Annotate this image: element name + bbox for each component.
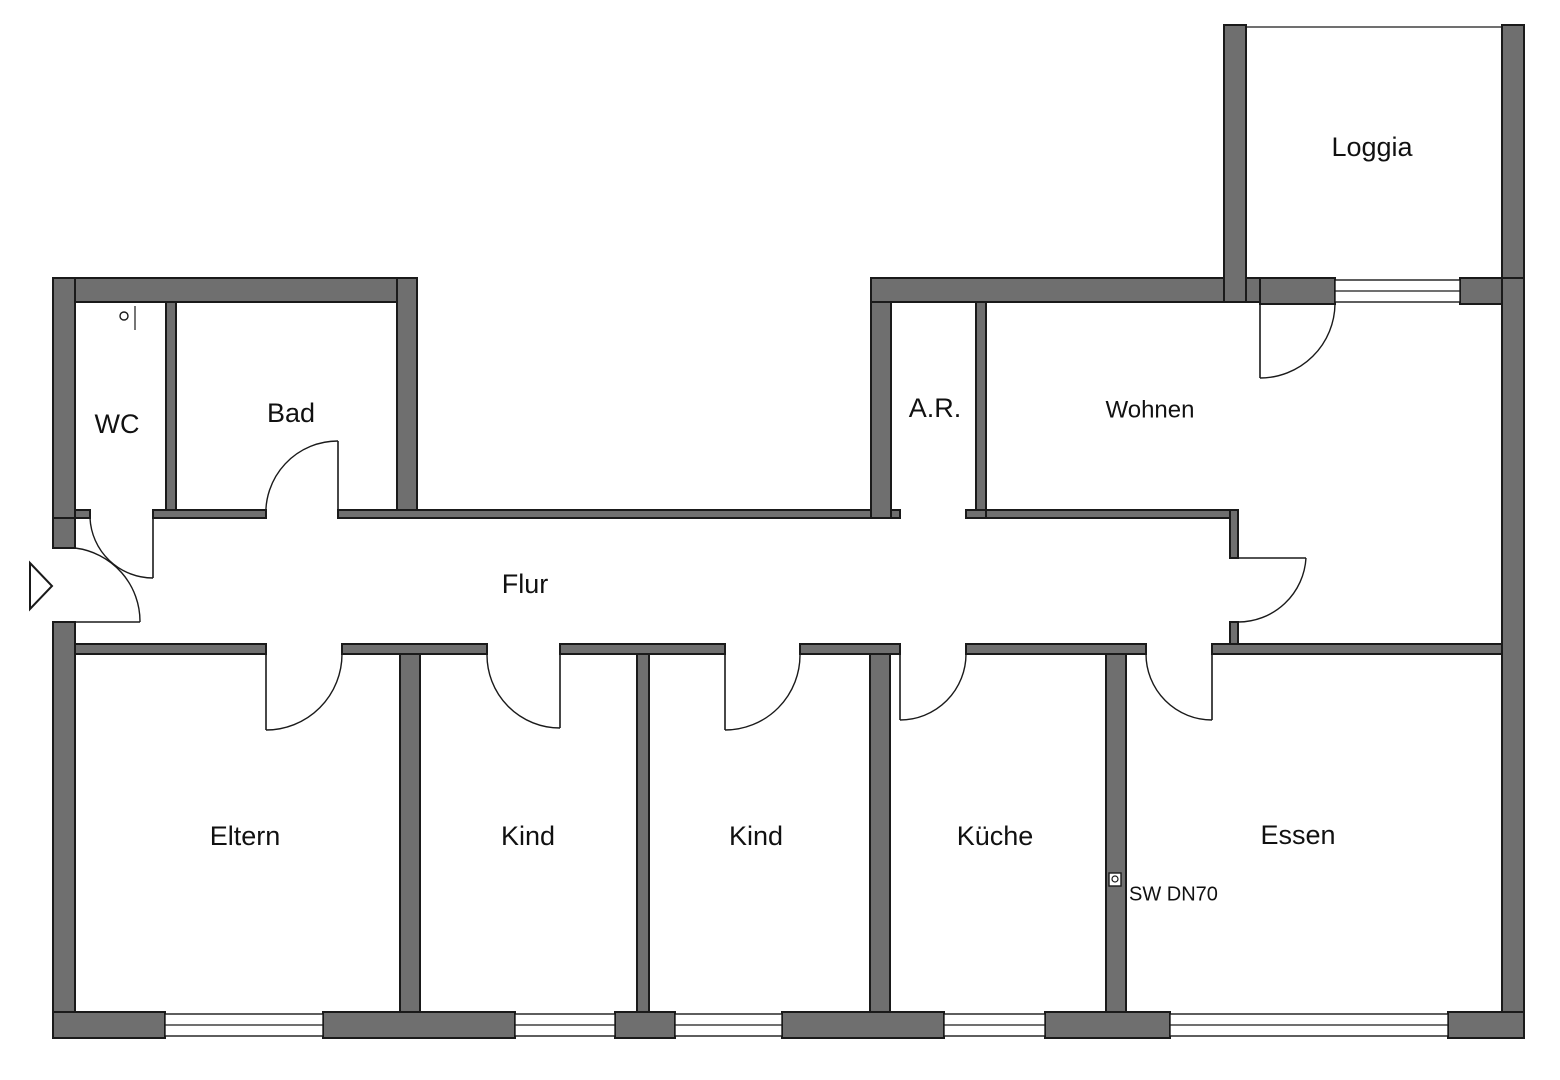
wall-loggia-left <box>1223 24 1247 303</box>
window-loggia-door <box>1334 279 1461 303</box>
fixtures <box>29 306 1122 887</box>
door-eltern <box>265 653 343 731</box>
wall-ar-left <box>870 277 892 519</box>
label-kind-2: Kind <box>729 821 783 851</box>
label-drain: SW DN70 <box>1129 883 1218 905</box>
label-eltern: Eltern <box>210 821 281 851</box>
entrance-arrow-icon <box>29 560 54 612</box>
wall-bottom-3 <box>614 1011 676 1039</box>
door-kind-2 <box>724 653 801 731</box>
wall-ar-bottom-stub <box>965 509 987 519</box>
doors <box>74 303 1336 731</box>
drain-shaft-dot <box>1111 875 1119 883</box>
wc-riser-icon <box>119 311 129 321</box>
wall-wohnen-flur <box>985 509 1239 519</box>
label-ar: A.R. <box>909 393 962 423</box>
wall-bottom-2 <box>322 1011 516 1039</box>
wall-flur-top-1 <box>74 509 91 519</box>
wall-bad-right <box>396 277 418 519</box>
door-bad <box>265 440 339 519</box>
window-kind-2 <box>674 1013 783 1037</box>
walls <box>52 24 1525 1039</box>
label-wc: WC <box>95 409 140 439</box>
label-flur: Flur <box>502 569 549 599</box>
window-kind-1 <box>514 1013 616 1037</box>
door-wohnen <box>1237 557 1307 623</box>
window-essen <box>1169 1013 1449 1037</box>
wall-left-stub <box>52 517 76 549</box>
door-kueche <box>899 653 967 721</box>
wall-ar-right <box>975 301 987 519</box>
room-labels: Loggia WC Bad A.R. Wohnen Flur Eltern Ki… <box>95 132 1414 905</box>
label-essen: Essen <box>1260 820 1335 850</box>
wall-flur-bottom-2 <box>341 643 488 655</box>
window-eltern <box>164 1013 324 1037</box>
drain-shaft-icon <box>1108 872 1122 887</box>
window-kueche <box>943 1013 1046 1037</box>
door-essen <box>1145 653 1213 721</box>
wall-flur-bottom-3 <box>559 643 726 655</box>
wall-flur-bottom-1 <box>74 643 267 655</box>
label-wohnen: Wohnen <box>1106 396 1195 423</box>
wall-flur-end-upper <box>1229 509 1239 559</box>
wall-bottom-1 <box>52 1011 166 1039</box>
wall-loggia-right <box>1501 24 1525 306</box>
wall-left-lower <box>52 621 76 1039</box>
wall-flur-bottom-5 <box>965 643 1147 655</box>
wall-left-upper <box>52 277 76 549</box>
door-kind-1 <box>486 653 561 729</box>
wall-flur-bottom-4 <box>799 643 901 655</box>
wall-kueche-essen <box>1105 653 1127 1015</box>
door-loggia <box>1259 303 1336 379</box>
wall-ar-top <box>870 277 1261 303</box>
wall-flur-top-3 <box>337 509 901 519</box>
wall-wc-bad-divider <box>165 301 177 513</box>
wall-kind-kind <box>636 653 650 1015</box>
label-kueche: Küche <box>957 821 1034 851</box>
wall-wohnen-essen <box>1211 643 1503 655</box>
wall-wohnen-top-mid <box>1259 277 1336 305</box>
windows <box>164 26 1502 1037</box>
wall-bottom-6 <box>1447 1011 1525 1039</box>
wall-eltern-kind <box>399 653 421 1015</box>
label-loggia: Loggia <box>1331 132 1413 162</box>
label-bad: Bad <box>267 398 315 428</box>
door-wc <box>89 517 154 579</box>
label-kind-1: Kind <box>501 821 555 851</box>
wall-right-outer <box>1501 277 1525 1039</box>
wall-bottom-5 <box>1044 1011 1171 1039</box>
wall-wc-bad-top <box>52 277 418 303</box>
door-entrance <box>74 547 141 623</box>
wall-flur-top-2 <box>152 509 267 519</box>
wall-kind-kueche <box>869 653 891 1015</box>
wall-bottom-4 <box>781 1011 945 1039</box>
